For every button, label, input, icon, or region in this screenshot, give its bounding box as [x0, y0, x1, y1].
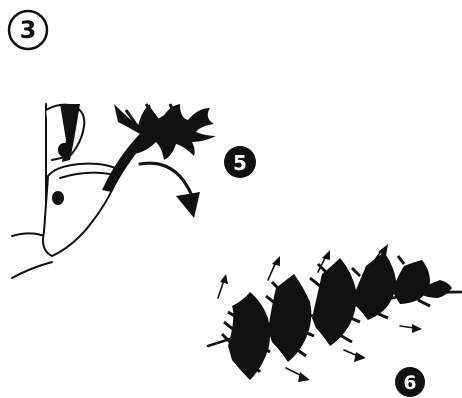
step-5-marker: 5 [224, 146, 256, 178]
step-6-marker: 6 [395, 367, 425, 397]
arrow-icon [268, 256, 280, 280]
curved-arrow-icon [140, 163, 200, 218]
step-3-label: 3 [20, 16, 37, 44]
arrow-icon [286, 368, 310, 382]
arrow-icon [218, 274, 228, 298]
arrow-icon [400, 324, 422, 333]
step-3-marker: 3 [9, 11, 47, 49]
flat-fern-leaf-icon [208, 252, 462, 380]
step-5-label: 5 [233, 151, 247, 175]
step-6-label: 6 [403, 372, 416, 394]
arrow-icon [344, 350, 366, 362]
